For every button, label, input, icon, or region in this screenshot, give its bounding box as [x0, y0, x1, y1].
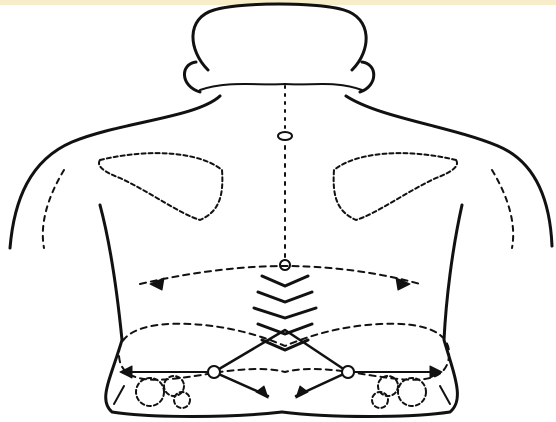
right-hip-icon: [372, 376, 426, 408]
left-diagonal-arrow-icon: [114, 386, 124, 404]
left-body-contour: [10, 96, 220, 248]
right-shoulder-blade-icon: [334, 153, 457, 220]
left-si-joint-icon: [208, 366, 220, 378]
spine-dots-icon: [278, 86, 292, 270]
right-arm-dashed: [492, 170, 513, 248]
right-ear-icon: [360, 62, 374, 92]
right-diagonal-arrow-icon: [440, 386, 450, 404]
lower-back-dashed-line: [140, 266, 420, 284]
left-hip-icon: [136, 376, 190, 408]
sacrum-lines: [214, 330, 348, 396]
neck-line: [200, 84, 362, 90]
head-outline: [193, 4, 366, 70]
lower-right-arrowhead: [296, 386, 308, 398]
lower-left-arrowhead: [256, 386, 268, 398]
left-ear-icon: [184, 62, 200, 92]
left-shoulder-blade-icon: [99, 153, 222, 220]
left-arm-inner: [100, 205, 282, 417]
lumbar-arrows-icon: [254, 276, 316, 350]
right-si-joint-icon: [342, 366, 354, 378]
left-arm-dashed: [43, 170, 64, 248]
